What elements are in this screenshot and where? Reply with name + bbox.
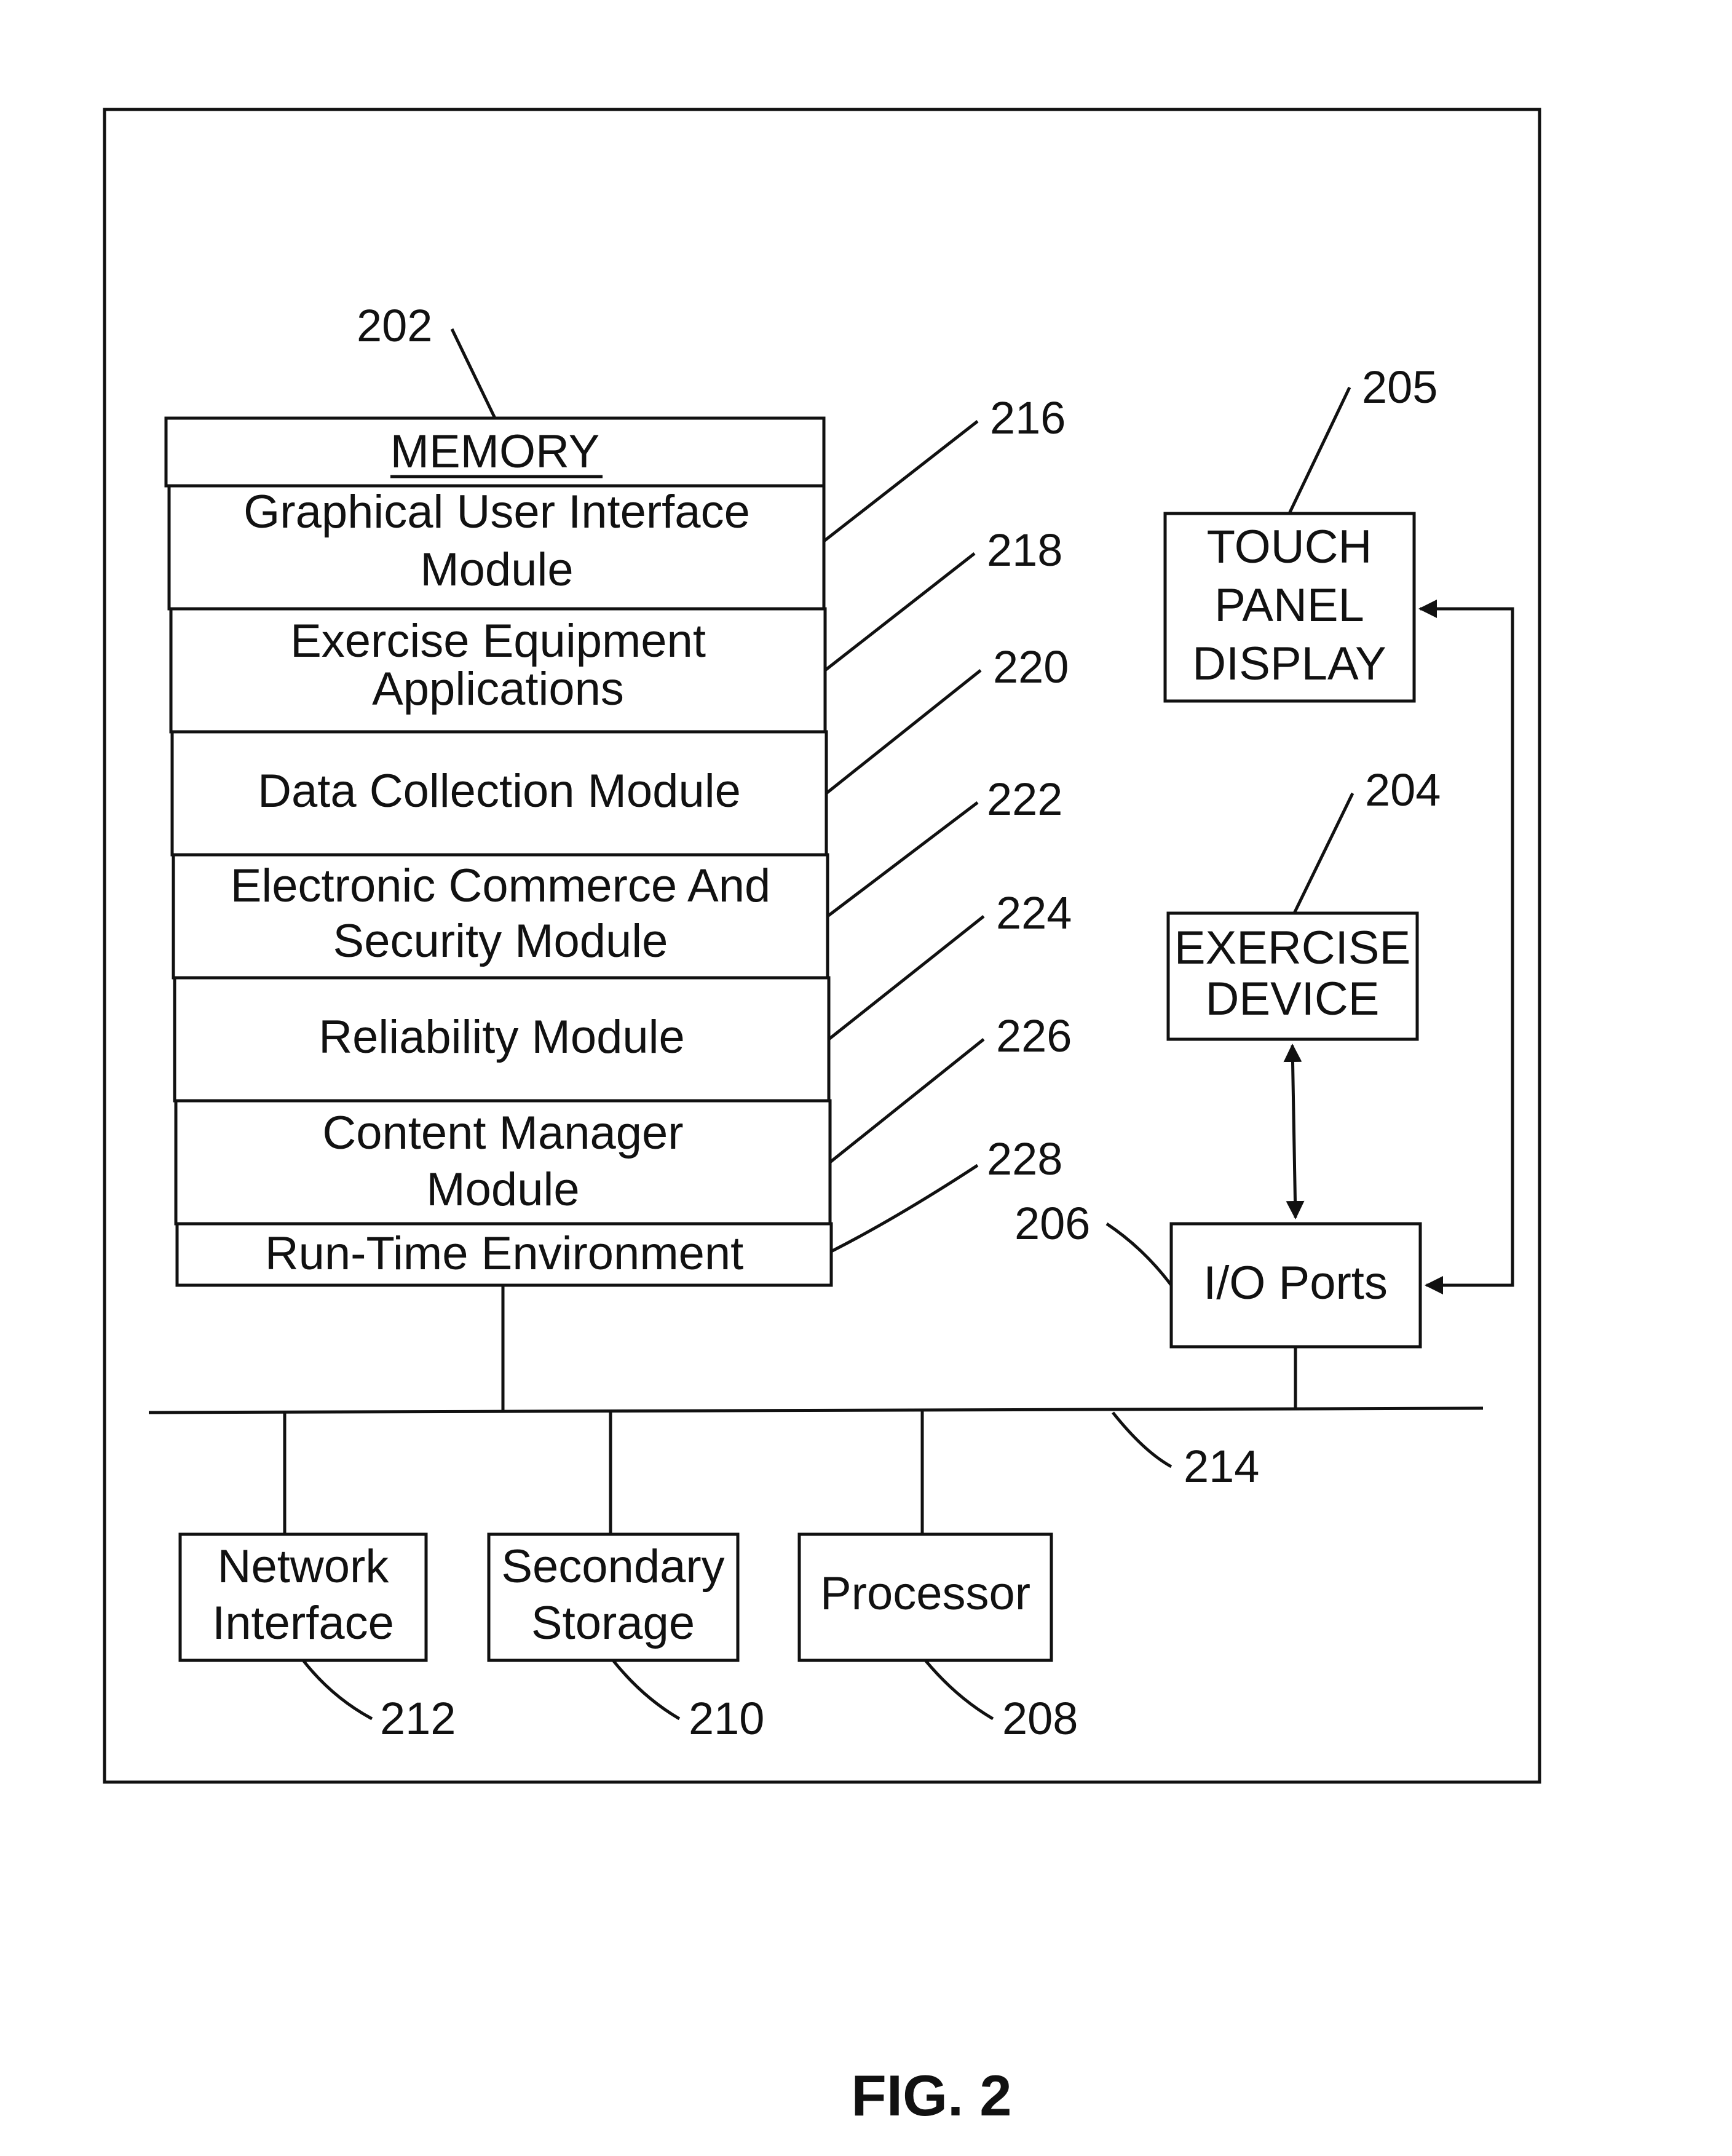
leader-210 (613, 1660, 679, 1719)
system-bus (149, 1408, 1483, 1413)
module-label-line: Module (426, 1163, 579, 1216)
memory-module-runtime: Run-Time Environment (177, 1224, 831, 1285)
module-label-line: Reliability Module (318, 1011, 685, 1063)
touch-panel-label-line: PANEL (1214, 579, 1364, 632)
exercise-device-box: EXERCISE DEVICE (1168, 913, 1417, 1039)
ref-label-220: 220 (993, 641, 1069, 692)
exercise-device-label-line: DEVICE (1206, 973, 1380, 1025)
module-label-line: Applications (372, 663, 624, 715)
memory-module-ecommerce: Electronic Commerce And Security Module (173, 855, 828, 978)
leader-226 (830, 1039, 984, 1162)
leader-204 (1294, 793, 1353, 913)
leader-222 (828, 803, 978, 916)
ref-label-206: 206 (1014, 1198, 1090, 1249)
io-ports-label: I/O Ports (1203, 1257, 1388, 1309)
leader-202 (452, 329, 495, 418)
ref-label-216: 216 (990, 392, 1066, 443)
touch-io-arrow (1420, 609, 1513, 1285)
ref-label-226: 226 (996, 1010, 1072, 1061)
leader-218 (825, 553, 975, 670)
module-label-line: Electronic Commerce And (231, 860, 771, 912)
ref-label-210: 210 (689, 1693, 764, 1744)
leader-212 (303, 1660, 372, 1719)
memory-module-gui: Graphical User Interface Module (169, 486, 824, 609)
ref-label-214: 214 (1184, 1441, 1259, 1492)
secondary-storage-label-line: Storage (531, 1597, 695, 1649)
touch-panel-display-box: TOUCH PANEL DISPLAY (1165, 513, 1414, 701)
leader-208 (925, 1660, 993, 1719)
leader-220 (826, 670, 981, 793)
exercise-io-arrow (1292, 1045, 1295, 1218)
figure-label: FIG. 2 (851, 2063, 1011, 2128)
secondary-storage-label-line: Secondary (501, 1540, 724, 1593)
memory-module-data-collection: Data Collection Module (172, 732, 826, 855)
leader-224 (829, 916, 984, 1039)
memory-block: MEMORY Graphical User Interface Module E… (166, 418, 831, 1285)
ref-label-212: 212 (380, 1693, 456, 1744)
ref-label-202: 202 (357, 300, 432, 351)
secondary-storage-box: Secondary Storage (489, 1534, 738, 1660)
exercise-device-label-line: EXERCISE (1174, 922, 1410, 974)
ref-label-228: 228 (987, 1133, 1062, 1184)
memory-label: MEMORY (390, 426, 600, 478)
touch-panel-label-line: DISPLAY (1192, 638, 1386, 690)
ref-label-208: 208 (1002, 1693, 1078, 1744)
module-label-line: Graphical User Interface (243, 486, 750, 538)
leader-216 (824, 421, 978, 541)
module-label-line: Data Collection Module (258, 765, 741, 817)
processor-box: Processor (799, 1534, 1051, 1660)
memory-module-content-manager: Content Manager Module (176, 1101, 830, 1224)
leader-228 (831, 1165, 978, 1251)
ref-label-205: 205 (1362, 362, 1437, 413)
ref-label-224: 224 (996, 887, 1072, 938)
ref-label-222: 222 (987, 774, 1062, 825)
touch-panel-label-line: TOUCH (1207, 521, 1372, 573)
leader-206 (1107, 1224, 1171, 1285)
ref-label-204: 204 (1365, 764, 1441, 815)
leader-214 (1113, 1413, 1171, 1467)
module-label-line: Exercise Equipment (290, 615, 706, 667)
io-ports-box: I/O Ports (1171, 1224, 1420, 1347)
module-label-line: Content Manager (322, 1107, 683, 1159)
leader-205 (1289, 387, 1350, 513)
memory-module-reliability: Reliability Module (175, 978, 829, 1101)
module-label-line: Module (420, 544, 573, 596)
module-label-line: Run-Time Environment (265, 1227, 744, 1280)
module-label-line: Security Module (333, 915, 668, 967)
processor-label: Processor (820, 1567, 1030, 1620)
ref-label-218: 218 (987, 525, 1062, 576)
network-interface-box: Network Interface (180, 1534, 426, 1660)
memory-module-exercise-apps: Exercise Equipment Applications (171, 609, 825, 732)
network-interface-label-line: Network (218, 1540, 390, 1593)
network-interface-label-line: Interface (212, 1597, 394, 1649)
